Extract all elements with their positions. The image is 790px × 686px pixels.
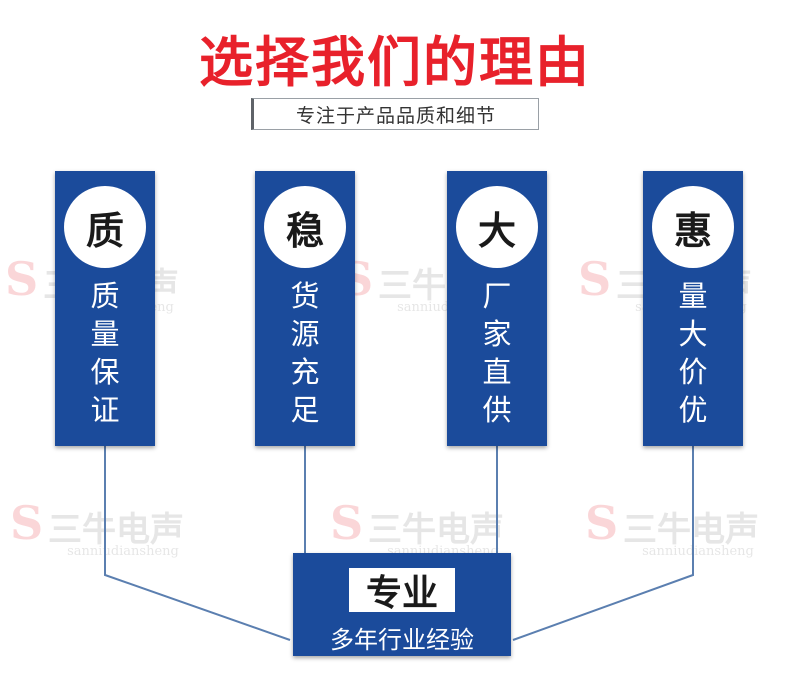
card-large: 大 厂 家 直 供	[447, 171, 547, 446]
subtitle-box: 专注于产品品质和细节	[251, 98, 539, 130]
card-circle: 质	[64, 186, 146, 268]
watermark-letter: S	[330, 496, 364, 550]
bottom-professional-box: 专业 多年行业经验	[293, 553, 511, 656]
card-circle: 惠	[652, 186, 734, 268]
card-circle-char: 质	[85, 208, 124, 253]
card-text: 厂 家 直 供	[482, 279, 512, 427]
watermark-name: 三牛电声	[48, 510, 184, 550]
card-circle: 大	[456, 186, 538, 268]
watermark-letter: S	[10, 496, 44, 550]
watermark-name: 三牛电声	[368, 510, 504, 550]
connector-line-1	[104, 446, 291, 641]
watermark-letter: S	[5, 252, 39, 306]
subtitle: 专注于产品品质和细节	[295, 104, 496, 127]
card-text: 量 大 价 优	[678, 279, 708, 427]
watermark-name: 三牛电声	[623, 510, 759, 550]
card-stable: 稳 货 源 充 足	[255, 171, 355, 446]
watermark-letter: S	[578, 252, 612, 306]
watermark-pinyin: sanniudiansheng	[642, 544, 754, 559]
watermark: S 三牛电声 sanniudiansheng	[585, 496, 785, 566]
card-quality: 质 质 量 保 证	[55, 171, 155, 446]
bottom-label: 专业	[365, 573, 438, 614]
page-title: 选择我们的理由	[199, 31, 591, 94]
watermark: S 三牛电声 sanniudiansheng	[10, 496, 210, 566]
bottom-label-box: 专业	[349, 568, 455, 614]
card-circle: 稳	[264, 186, 346, 268]
card-circle-char: 稳	[285, 208, 324, 253]
card-circle-char: 惠	[673, 208, 712, 253]
card-value: 惠 量 大 价 优	[643, 171, 743, 446]
card-text: 货 源 充 足	[290, 279, 320, 427]
card-circle-char: 大	[477, 208, 516, 253]
bottom-subtext: 多年行业经验	[330, 626, 474, 654]
watermark-pinyin: sanniudiansheng	[67, 544, 179, 559]
connector-line-4	[512, 446, 694, 641]
watermark-letter: S	[585, 496, 619, 550]
card-text: 质 量 保 证	[90, 279, 120, 427]
